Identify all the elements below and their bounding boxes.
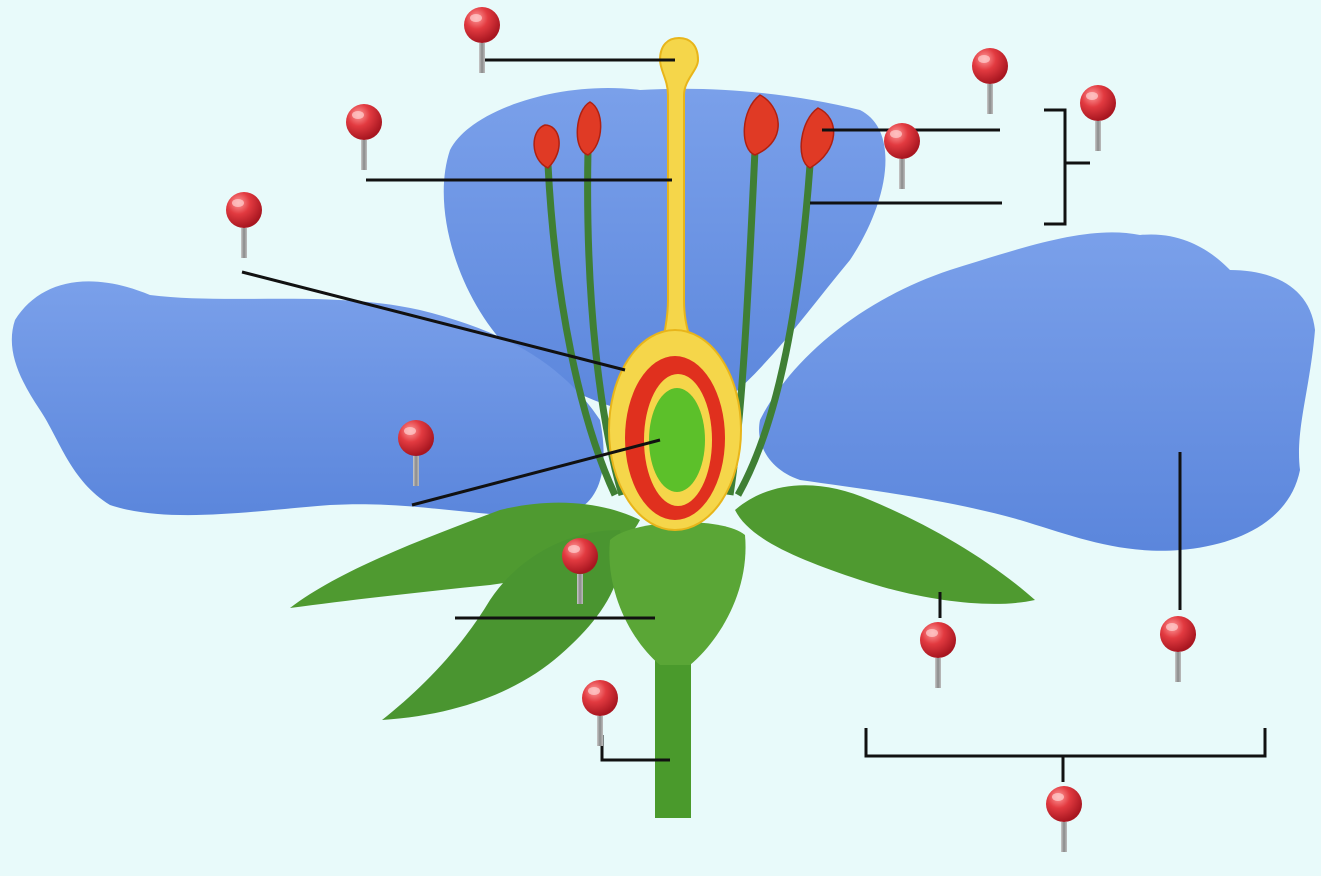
stem (655, 640, 691, 818)
stamen-pin[interactable] (1080, 85, 1116, 151)
petal-pin[interactable] (1160, 616, 1196, 682)
perianth-pin[interactable] (1046, 786, 1082, 852)
sepal-pin[interactable] (920, 622, 956, 688)
anther-pin[interactable] (972, 48, 1008, 114)
ovary-pin[interactable] (226, 192, 262, 258)
receptacle (609, 522, 745, 665)
stalk-pin[interactable] (582, 680, 618, 746)
filament-pin[interactable] (884, 123, 920, 189)
style-pin[interactable] (346, 104, 382, 170)
stigma-pin[interactable] (464, 7, 500, 73)
